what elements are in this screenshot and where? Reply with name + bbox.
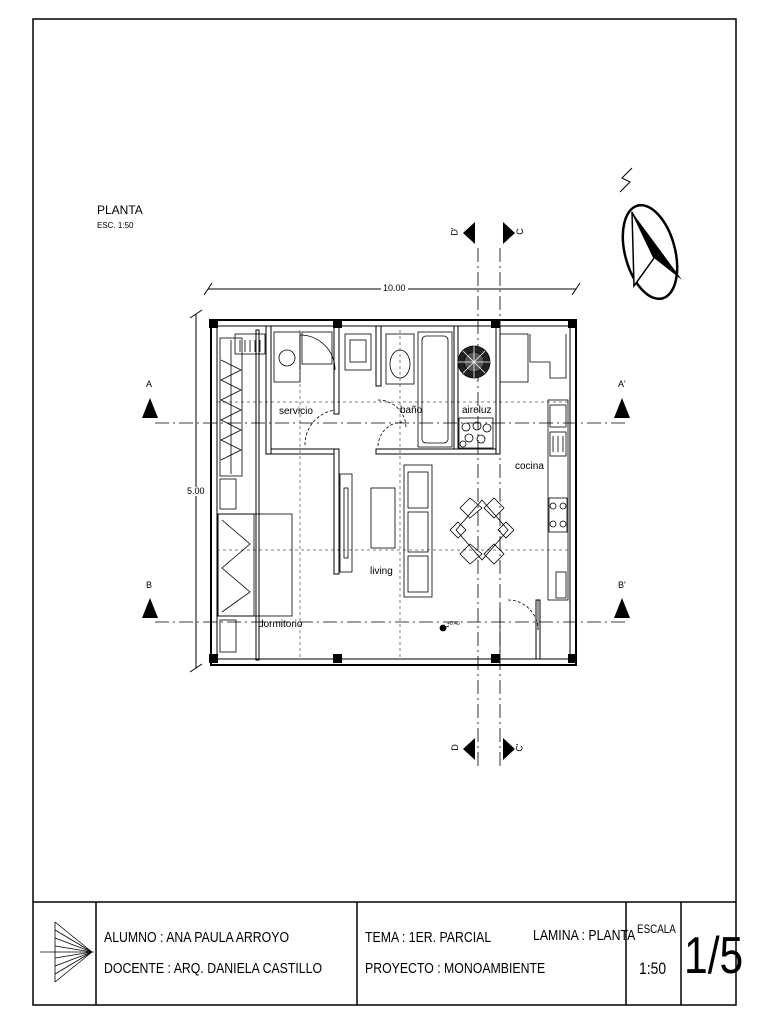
room-label-bano: baño [400, 405, 423, 416]
school-logo-icon [40, 921, 94, 983]
titleblock-escala-value: 1:50 [639, 959, 667, 978]
title-block [33, 901, 736, 1005]
floor-plan [209, 319, 577, 666]
titleblock-alumno: ALUMNO : ANA PAULA ARROYO [104, 929, 290, 946]
room-label-living: living [370, 566, 393, 577]
titleblock-lamina: LAMINA : PLANTA [533, 927, 636, 944]
section-label-d-prime: D' [449, 227, 460, 236]
section-label-b: B [146, 580, 153, 590]
section-label-a-prime: A' [618, 379, 626, 389]
titleblock-escala-label: ESCALA [637, 922, 676, 936]
room-label-dormitorio: dormitorio [258, 619, 303, 630]
section-label-b-prime: B' [618, 580, 626, 590]
titleblock-docente: DOCENTE : ARQ. DANIELA CASTILLO [104, 960, 323, 977]
dimension-height: 5.00 [187, 486, 205, 496]
dimension-width: 10.00 [381, 283, 408, 293]
section-label-a: A [146, 379, 153, 389]
section-cut-lines [155, 248, 628, 770]
room-label-servicio: servicio [279, 406, 313, 417]
sheet-border [32, 18, 737, 1006]
titleblock-sheet-number: 1/5 [684, 927, 744, 985]
plan-title: PLANTA [97, 203, 143, 217]
dimension-lines [189, 282, 581, 673]
plan-scale: ESC. 1:50 [97, 221, 134, 230]
room-label-cocina: cocina [515, 461, 544, 472]
titleblock-tema: TEMA : 1ER. PARCIAL [365, 929, 492, 946]
section-label-c-prime: C' [514, 743, 525, 752]
north-arrow-icon [619, 167, 682, 301]
section-markers [142, 222, 630, 760]
titleblock-proyecto: PROYECTO : MONOAMBIENTE [365, 960, 546, 977]
section-label-c: C [514, 228, 525, 235]
section-label-d: D [449, 744, 460, 751]
level-mark: +0.40 [447, 621, 460, 627]
room-label-aireluz: aireluz [462, 405, 492, 416]
